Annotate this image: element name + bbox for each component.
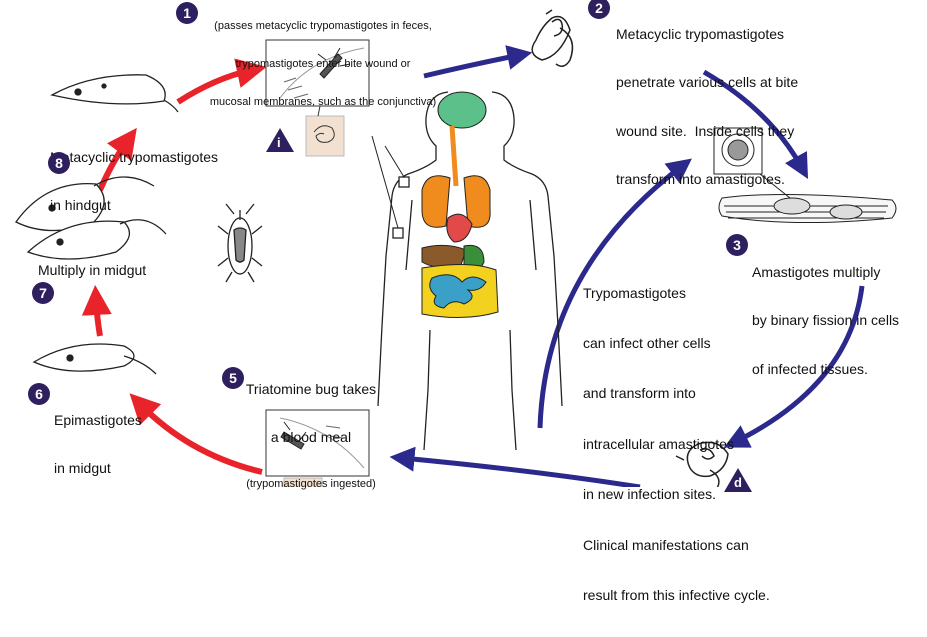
step-3-text: Amastigotes multiply by binary fission i…	[752, 232, 899, 409]
step-2-badge: 2	[588, 0, 610, 19]
center-line6: Clinical manifestations can	[583, 536, 749, 553]
human-figure	[371, 91, 563, 451]
red-arrows	[81, 58, 267, 475]
diagram-graphics	[15, 9, 897, 487]
center-line2: can infect other cells	[583, 334, 711, 351]
trypomastigote-step2	[531, 9, 574, 67]
metacyclic-trypomastigote-8	[50, 74, 179, 113]
tissue-amastigotes	[713, 127, 897, 224]
brain	[437, 91, 487, 129]
step-5-badge: 5	[222, 367, 244, 389]
step-8-line1: Metacyclic trypomastigotes	[50, 149, 219, 166]
step-5-text: Triatomine bug takes a blood meal (trypo…	[236, 349, 386, 523]
triatomine-bug	[217, 203, 263, 283]
step-6-badge: 6	[28, 383, 50, 405]
diagnostic-stage-icon: d	[724, 468, 752, 492]
step-8-text: Metacyclic trypomastigotes in hindgut	[50, 117, 218, 246]
bite-wound-box	[265, 39, 370, 157]
center-line1: Trypomastigotes	[583, 284, 686, 301]
arrow-7-to-8	[97, 127, 137, 192]
arrow-8-to-1	[176, 58, 267, 105]
arrow-2-to-3	[702, 69, 809, 179]
step-3-line1: Amastigotes multiply	[752, 264, 881, 281]
infective-stage-icon: i	[266, 128, 294, 152]
step-6-line1: Epimastigotes	[54, 412, 142, 429]
heart	[446, 213, 473, 243]
center-line7: result from this infective cycle.	[583, 586, 770, 603]
step-8-badge: 8	[48, 152, 70, 174]
step-3-badge: 3	[726, 234, 748, 256]
human-organs	[421, 91, 499, 319]
step-6-line2: in midgut	[54, 460, 111, 477]
arrow-5-to-6	[129, 393, 263, 475]
lung-left	[421, 175, 451, 228]
step-7-text: Multiply in midgut	[38, 262, 147, 278]
blue-arrows	[389, 45, 865, 487]
step-1-text: (passes metacyclic trypomastigotes in fe…	[198, 0, 448, 134]
step-1-badge: 1	[176, 2, 198, 24]
step-2-line3: wound site. Inside cells they	[616, 122, 795, 139]
diagnostic-stage-label: d	[734, 475, 742, 490]
life-cycle-diagram: i d 1 (passes metacyclic trypomastigotes…	[15, 0, 899, 603]
center-line3: and transform into	[583, 385, 696, 402]
blood-meal-box	[265, 409, 370, 487]
step-1-line1: (passes metacyclic trypomastigotes in fe…	[214, 20, 432, 33]
step-1-line2: trypomastigotes enter bite wound or	[235, 58, 411, 71]
center-line5: in new infection sites.	[583, 486, 717, 503]
center-line4: intracellular amastigotes	[583, 435, 734, 452]
step-5-line3: (trypomastigotes ingested)	[246, 477, 376, 490]
step-6-text: Epimastigotes in midgut	[54, 380, 142, 509]
step-2-line2: penetrate various cells at bite	[616, 74, 799, 91]
step-8-line2: in hindgut	[50, 197, 111, 214]
step-2-line1: Metacyclic trypomastigotes	[616, 26, 785, 43]
epimastigotes-7	[15, 176, 167, 260]
esophagus	[449, 125, 459, 187]
arrow-4-to-5	[389, 446, 641, 487]
epimastigote-6	[32, 343, 157, 375]
arrow-loop-back	[537, 158, 692, 429]
step-3-line3: of infected tissues.	[752, 360, 868, 377]
trypomastigote-step4	[675, 441, 729, 487]
step-7-badge: 7	[32, 282, 54, 304]
infective-stage-label: i	[277, 135, 281, 150]
step-5-line1: Triatomine bug takes	[245, 381, 377, 398]
step-1-line3: mucosal membranes, such as the conjuncti…	[209, 96, 437, 109]
arrow-1-to-2	[423, 45, 533, 79]
step-3-line2: by binary fission in cells	[752, 312, 900, 329]
arrow-3-to-4	[723, 285, 865, 448]
small-intestine	[429, 274, 487, 309]
arrow-6-to-7	[81, 285, 112, 337]
step-2-text: Metacyclic trypomastigotes penetrate var…	[616, 0, 798, 219]
step-5-line2: a blood meal	[270, 429, 352, 446]
step-2-line4: transform into amastigotes.	[616, 171, 785, 188]
infection-cycle-text: Trypomastigotes can infect other cells a…	[583, 251, 770, 637]
